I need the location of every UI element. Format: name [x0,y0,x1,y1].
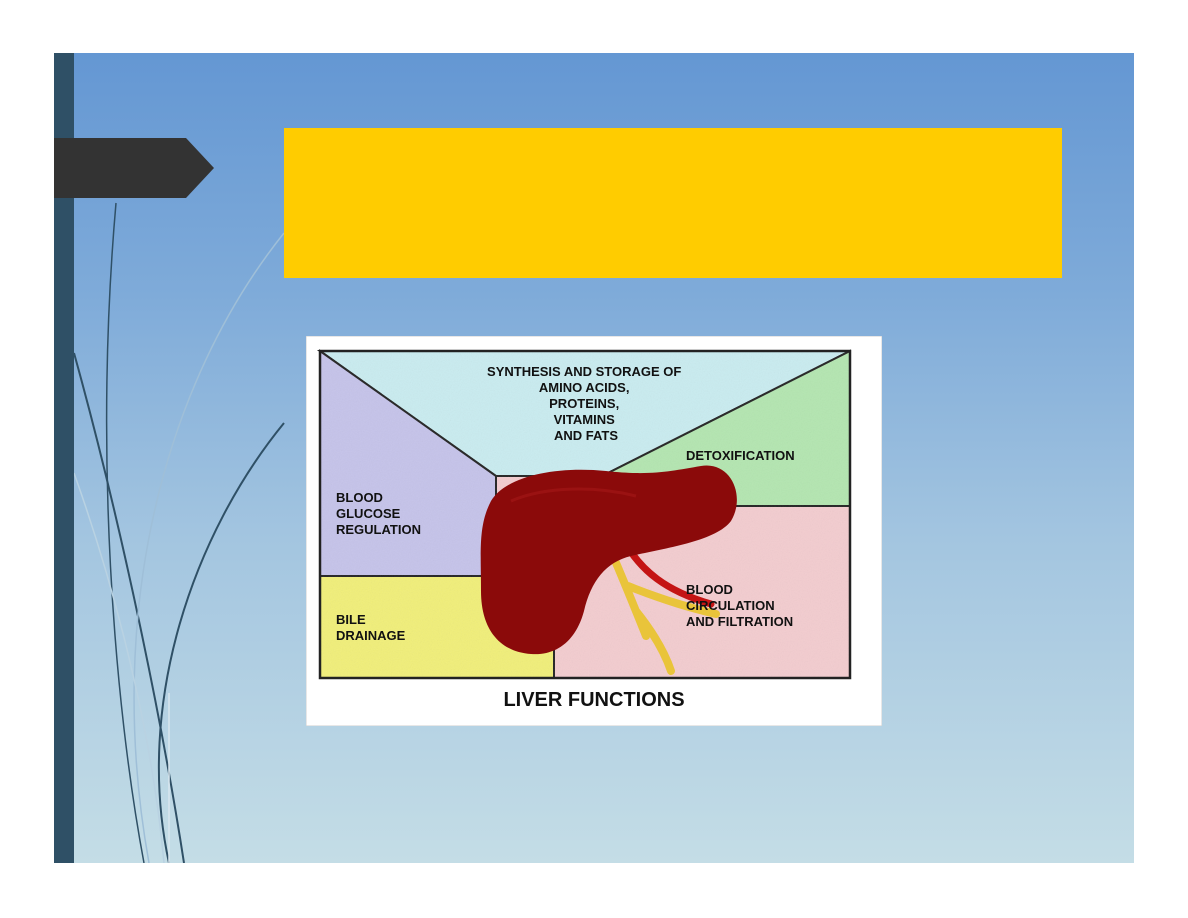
label-glucose-line1: BLOOD [336,490,383,505]
accent-bar [54,53,74,863]
label-synthesis-line1: SYNTHESIS AND STORAGE OF [487,364,681,379]
arrow-tab-shape [54,138,214,198]
svg-text:SYNTHESIS AND STORAGE OF: SYNTHESIS AND STORAGE OF AMINO ACIDS, PR… [487,364,685,443]
label-detox: DETOXIFICATION [686,448,795,463]
label-circulation-line3: AND FILTRATION [686,614,793,629]
slide: SYNTHESIS AND STORAGE OF AMINO ACIDS, PR… [54,53,1134,863]
label-bile-line1: BILE [336,612,366,627]
label-synthesis-line3: PROTEINS, [549,396,619,411]
label-glucose-line3: REGULATION [336,522,421,537]
label-synthesis-line2: AMINO ACIDS, [539,380,630,395]
label-circulation-line1: BLOOD [686,582,733,597]
label-glucose-line2: GLUCOSE [336,506,401,521]
figure-caption: LIVER FUNCTIONS [503,689,684,711]
liver-shape [480,465,737,655]
label-synthesis-line5: AND FATS [554,428,618,443]
label-bile-line2: DRAINAGE [336,628,406,643]
title-placeholder-box [284,128,1062,278]
svg-text:BLOOD GLUCOSE: BLOOD GLUCOSE REGULATION [336,490,421,537]
decorative-curves [73,202,285,863]
liver-functions-figure: SYNTHESIS AND STORAGE OF AMINO ACIDS, PR… [306,336,882,726]
label-synthesis-line4: VITAMINS [554,412,615,427]
svg-text:BLOOD CIRCULATION: BLOOD CIRCULATION AND FILTRATION [686,582,793,629]
label-circulation-line2: CIRCULATION [686,598,775,613]
svg-text:BILE DRAINAGE: BILE DRAINAGE [336,612,406,643]
